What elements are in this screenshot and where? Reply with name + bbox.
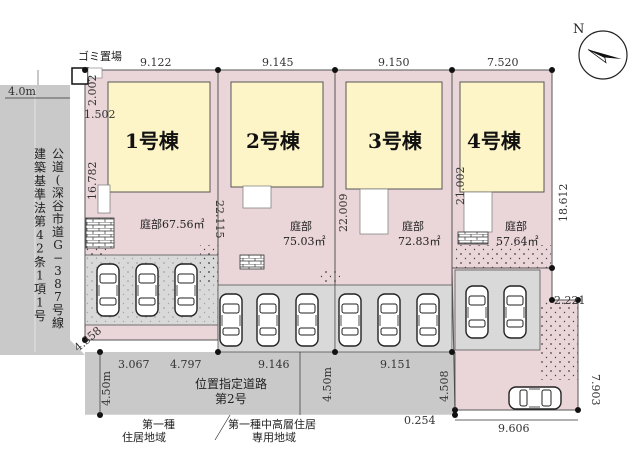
car <box>256 293 280 347</box>
lot4-garden-label: 庭部 <box>505 219 527 233</box>
boundary-points <box>82 67 581 418</box>
zone-right-label-1: 第一種中高層住居 <box>228 417 316 431</box>
lot2-name: 2号棟 <box>246 129 301 153</box>
dim-top-lot3: 9.150 <box>378 56 410 69</box>
lot4-name: 4号棟 <box>467 129 522 153</box>
dim-right-lower: 7.903 <box>589 374 602 406</box>
dim-road-left: 4.50m <box>100 371 113 406</box>
walkways <box>97 184 493 235</box>
car <box>96 263 120 317</box>
public-road <box>0 70 85 355</box>
dim-lot4-right: 18.612 <box>557 184 570 223</box>
gravel-zones <box>86 245 578 380</box>
houses <box>107 81 545 193</box>
zone-left-label-1: 第一種 <box>142 417 175 431</box>
designated-road-label: 位置指定道路 <box>195 376 267 391</box>
lot1-garden: 庭部67.56㎡ <box>140 217 205 231</box>
dim-lot1-left: 16.782 <box>86 162 99 201</box>
dim-top-lot4: 7.520 <box>487 56 519 69</box>
zone-left-label-2: 住居地域 <box>122 430 166 444</box>
garbage-station-label: ゴミ置場 <box>78 49 122 63</box>
dim-lot1-right: 22.115 <box>213 200 226 239</box>
car <box>416 293 440 347</box>
car <box>219 293 243 347</box>
zone-right-label-2: 専用地域 <box>252 431 296 444</box>
dim-bottom-b4: 9.151 <box>380 358 412 371</box>
compass-north-label: N <box>573 22 584 37</box>
car <box>465 285 489 339</box>
dim-gomi-b: 1.502 <box>84 108 116 121</box>
top-dimensions: 9.122 9.145 9.150 7.520 <box>140 56 519 69</box>
dim-top-lot1: 9.122 <box>140 56 172 69</box>
designated-road <box>85 352 455 416</box>
side-dimensions: 4.0m 2.002 1.502 16.782 22.115 22.009 21… <box>8 75 602 406</box>
lot3-name: 3号棟 <box>368 129 423 153</box>
dim-gomi-a: 2.002 <box>86 75 99 107</box>
dim-road-mid: 4.50m <box>321 367 334 402</box>
lot3-garden-label: 庭部 <box>402 219 424 233</box>
dim-road-width-left: 4.0m <box>8 85 36 98</box>
dim-top-lot2: 9.145 <box>262 56 294 69</box>
lot2-garden-area: 75.03㎡ <box>283 235 326 248</box>
dim-lot4-bottom: 4.508 <box>438 371 451 403</box>
road-labels: 位置指定道路 第2号 第一種 住居地域 第一種中高層住居 専用地域 <box>122 376 316 444</box>
dim-bottom-b6: 9.606 <box>498 422 530 435</box>
car <box>295 293 319 347</box>
dim-corner-right: 2.221 <box>554 294 586 307</box>
dim-lot4-left: 21.002 <box>454 167 467 206</box>
dimension-lines <box>5 97 578 441</box>
lot1-name: 1号棟 <box>125 129 180 153</box>
car <box>503 285 527 339</box>
car <box>135 263 159 317</box>
car <box>508 386 562 410</box>
compass: N <box>573 22 628 80</box>
lot-labels: 1号棟 2号棟 3号棟 4号棟 庭部67.56㎡ 庭部 75.03㎡ 庭部 72… <box>125 129 539 248</box>
dim-bottom-b1: 3.067 <box>118 358 150 371</box>
dim-bottom-b5: 0.254 <box>404 414 436 427</box>
dim-bottom-b2: 4.797 <box>170 358 202 371</box>
lot4-garden-area: 57.64㎡ <box>496 235 539 248</box>
brick-planters <box>85 217 489 270</box>
car <box>174 263 198 317</box>
dim-bottom-b3: 9.146 <box>258 358 290 371</box>
car <box>377 293 401 347</box>
lot2-garden-label: 庭部 <box>290 219 312 233</box>
dim-lot3-left: 22.009 <box>337 194 350 233</box>
designated-road-number: 第2号 <box>215 392 247 406</box>
lot3-garden-area: 72.83㎡ <box>398 235 441 248</box>
car <box>338 293 362 347</box>
